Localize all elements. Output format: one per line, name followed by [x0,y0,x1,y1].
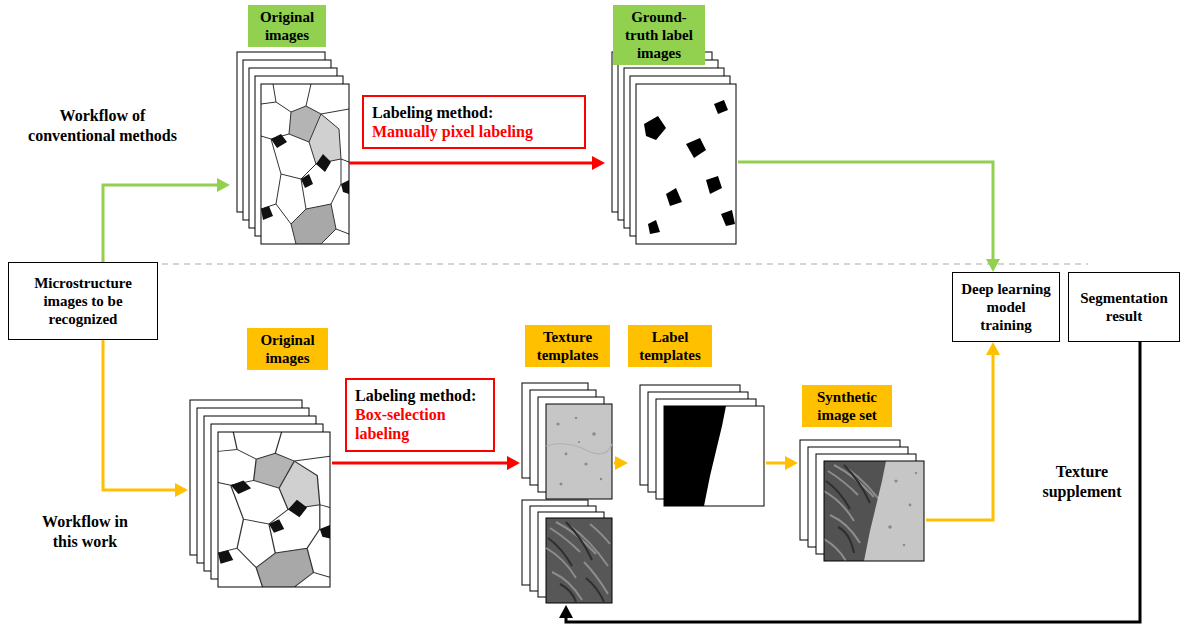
title-tag: Synthetic image set [802,385,892,427]
image-group: Label templates [628,325,766,508]
workflow-label: Workflow of conventional methods [20,106,185,146]
arrow-head [559,605,573,618]
node-text: Microstructure images to be recognized [15,274,151,328]
method-box: Labeling method:Box-selection labeling [345,378,495,452]
arrow-head [986,342,1000,355]
image-group: Original images [230,5,349,244]
arrow-head [615,456,628,470]
connector-line [926,352,993,520]
connector-line [349,162,595,165]
process-box: Segmentation result [1068,272,1180,342]
node-text: Label templates [632,328,708,364]
micrograph [261,84,349,244]
process-box: Microstructure images to be recognized [8,262,158,340]
arrow-head [592,156,605,170]
flow-arrow [926,342,1000,520]
connector-line [566,342,1140,622]
image-group: Original images [188,328,332,590]
node-text: Texture templates [529,328,606,364]
micrograph [218,432,330,587]
image-group: Ground-truth label images [605,5,738,244]
workflow-label: Texture supplement [1032,462,1132,502]
arrow-head [785,456,798,470]
node-text: Original images [251,331,324,367]
node-text: Manually pixel labeling [372,122,576,141]
flow-arrow [332,456,520,470]
node-text: Original images [252,8,322,44]
arrow-head [507,456,520,470]
title-tag: Texture templates [525,325,610,367]
connector-line [766,462,788,465]
title-tag: Original images [247,328,328,370]
flow-arrow [766,456,798,470]
node-text: Segmentation result [1075,289,1173,325]
label-template [664,406,764,506]
node-text: Labeling method: [372,103,576,122]
method-box: Labeling method:Manually pixel labeling [362,95,586,149]
flow-arrow [349,156,605,170]
texture-image [546,518,612,603]
flow-arrow [103,340,188,497]
flow-arrow [738,162,1000,272]
workflow-label: Workflow in this work [30,512,140,552]
node-text: Deep learning model training [959,280,1053,334]
title-tag: Label templates [628,325,712,367]
title-tag: Original images [248,5,326,47]
connector-line [103,185,220,262]
synthetic-image [824,461,924,561]
flow-arrow [614,456,628,470]
label-image [636,84,736,244]
connector-line [332,462,510,465]
flow-arrow [559,342,1140,622]
node-text: Synthetic image set [806,388,888,424]
arrow-head [175,483,188,497]
arrow-head [217,178,230,192]
node-text: Ground-truth label images [617,8,701,62]
image-group: Texture templates [520,325,614,605]
title-tag: Ground-truth label images [613,5,705,65]
process-box: Deep learning model training [952,272,1060,342]
arrow-head [986,259,1000,272]
node-text: Labeling method: [355,386,485,405]
node-text: Box-selection labeling [355,405,485,443]
connector-line [103,340,178,490]
connector-line [738,162,993,262]
flow-arrow [103,178,230,262]
divider-line [162,263,1088,265]
texture-image [546,404,612,499]
image-group: Synthetic image set [798,385,926,563]
